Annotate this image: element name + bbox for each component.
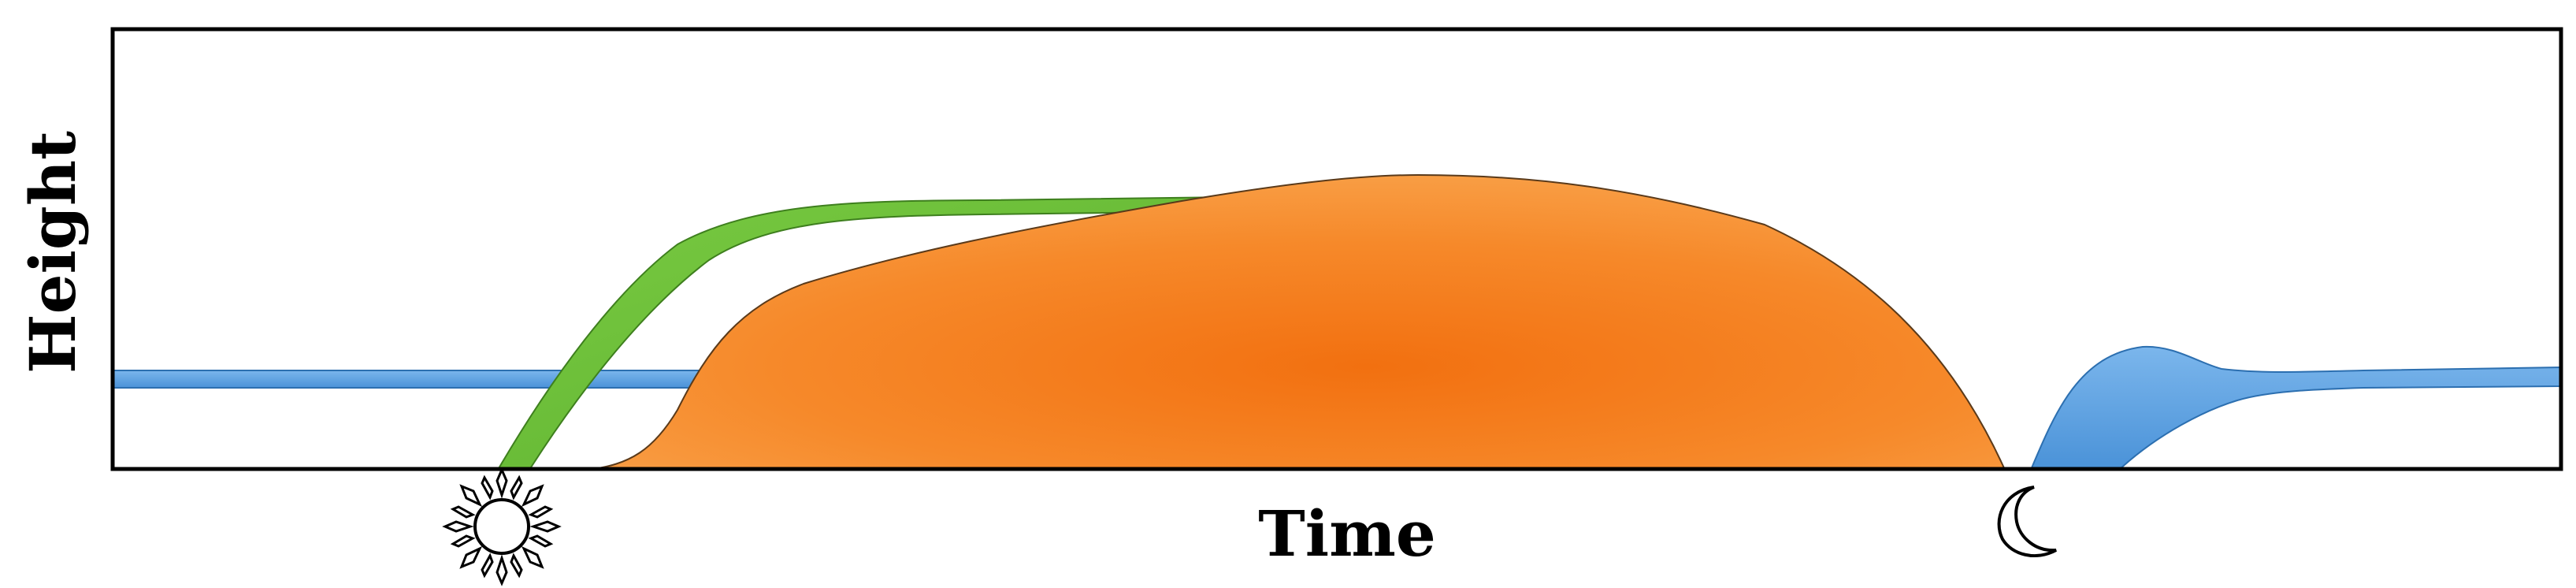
plot-frame: [110, 27, 2563, 471]
x-axis-label: Time: [1258, 497, 1435, 571]
moon-icon: [1997, 486, 2057, 557]
blue-band-left: [113, 370, 712, 389]
y-axis-label: Height: [16, 131, 90, 374]
plot-content: [113, 173, 2561, 467]
orange-mound: [598, 173, 2005, 467]
sun-icon: [442, 467, 562, 586]
blue-band-right: [2031, 345, 2561, 467]
